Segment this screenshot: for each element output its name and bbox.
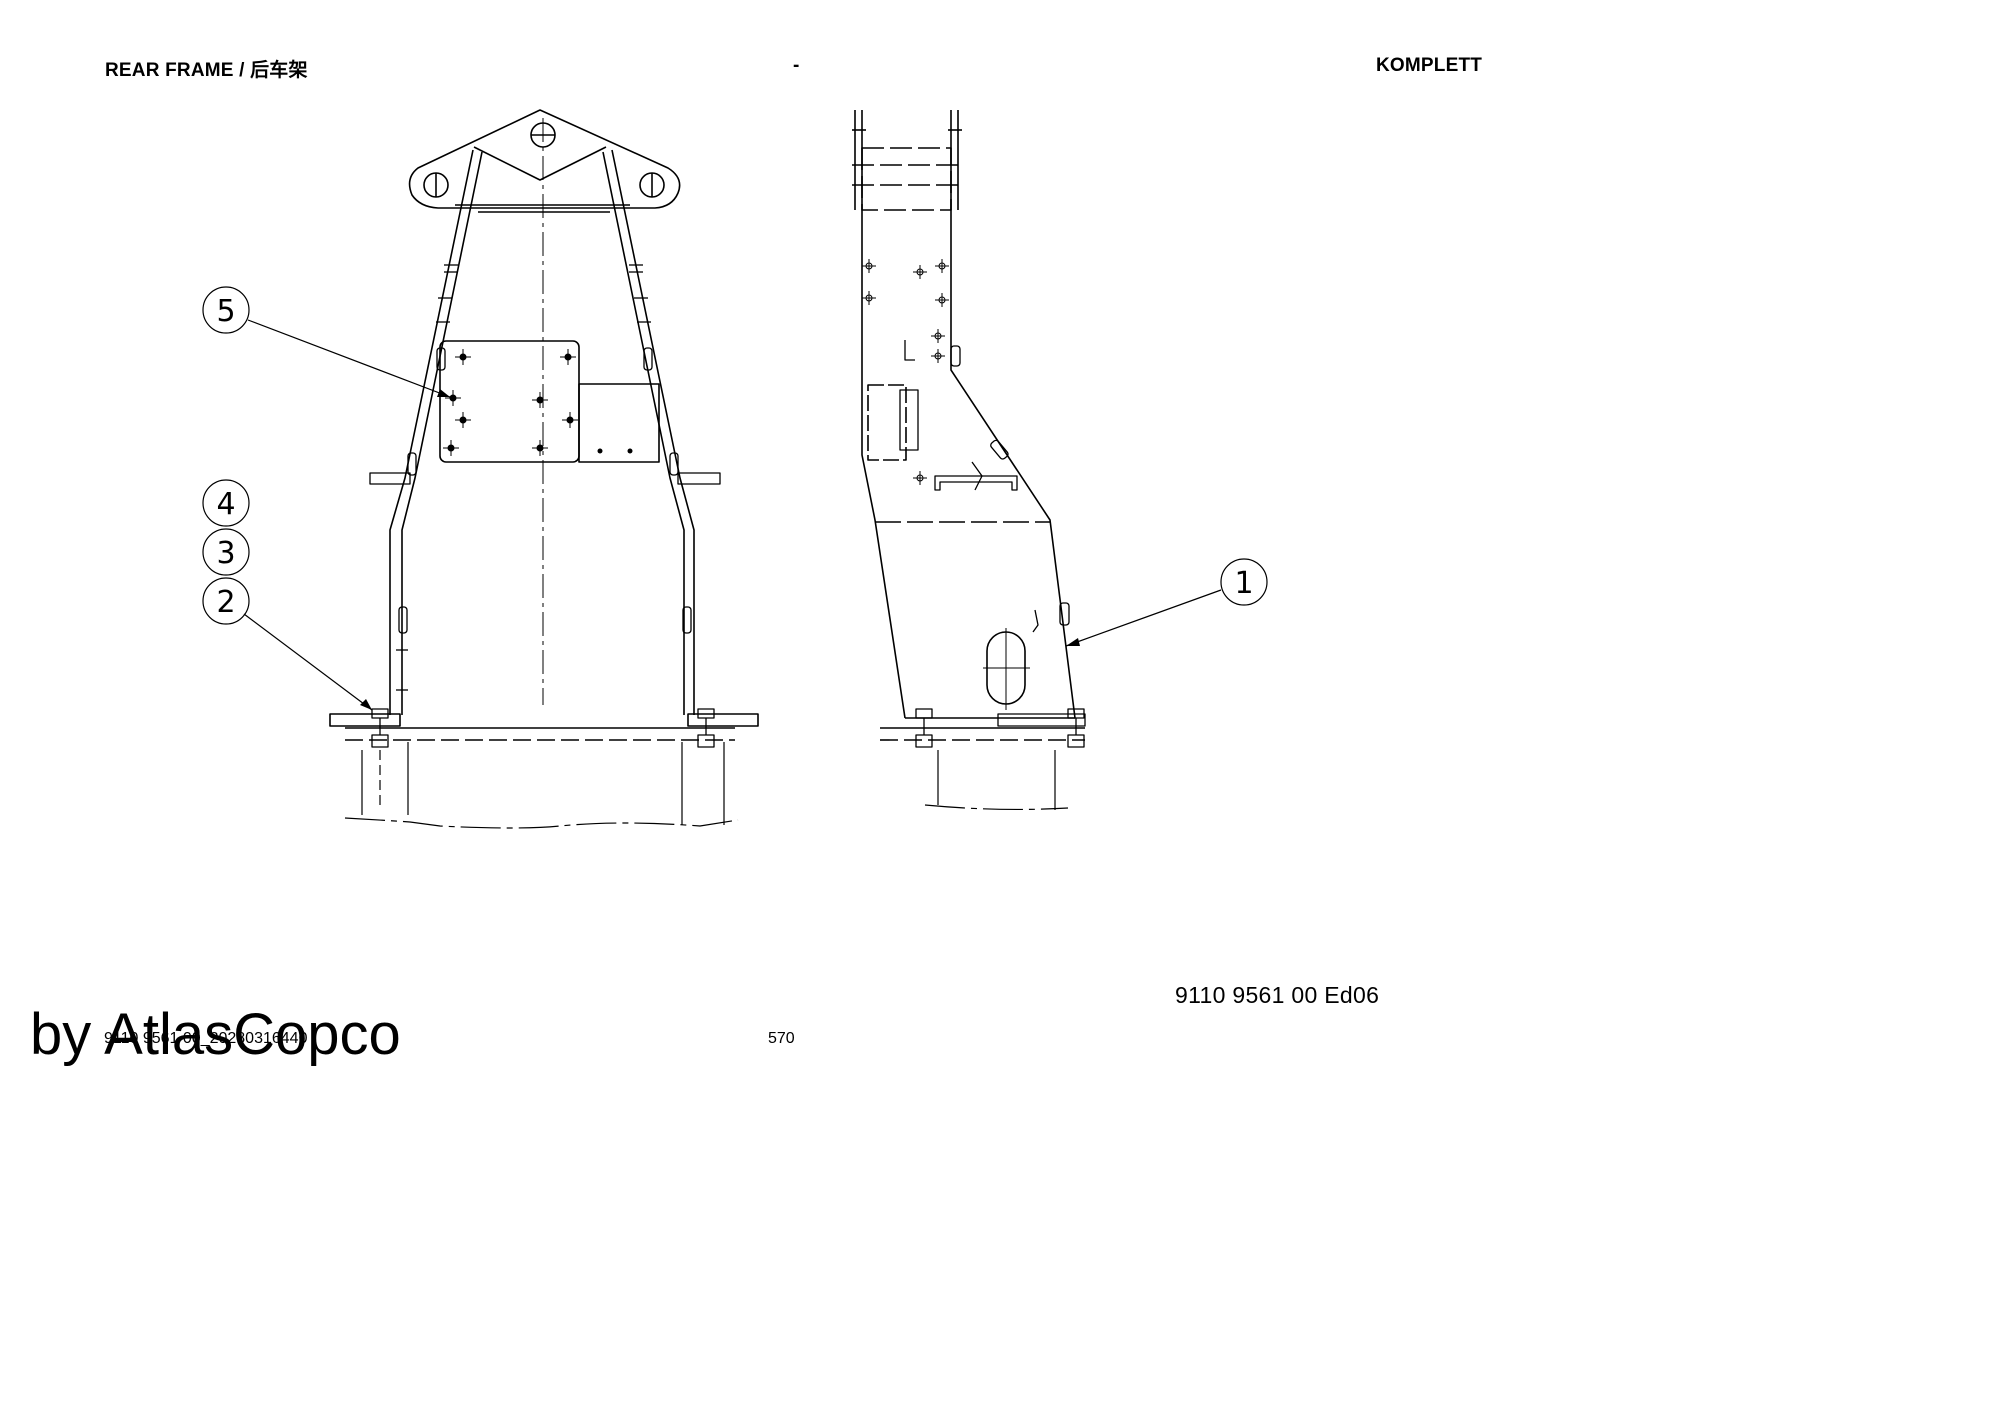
callout-3-label: 3 [216, 536, 235, 571]
leader-1 [1065, 589, 1222, 647]
right-leg-inner [602, 151, 685, 715]
brand-watermark: by AtlasCopco [30, 1002, 401, 1067]
callout-2-label: 2 [216, 585, 235, 620]
top-bracket [408, 109, 681, 209]
right-base-plate [687, 713, 759, 727]
left-base-plate [329, 713, 401, 727]
document-id: 9110 9561 00 Ed06 [1175, 982, 1380, 1008]
leader-5 [247, 319, 451, 398]
callout-4-label: 4 [216, 487, 235, 522]
front-view [329, 109, 759, 829]
callout-4-circle [202, 479, 250, 527]
page-number: 570 [768, 1030, 795, 1047]
header-status: KOMPLETT [1376, 55, 1483, 76]
callout-5-circle [202, 286, 250, 334]
callout-2-circle [202, 577, 250, 625]
right-leg-outer [611, 149, 695, 715]
page-code: 9110 9561 00_20280316440 [104, 1030, 308, 1047]
rear-frame-drawing: 5 4 3 2 1 [202, 109, 1268, 829]
callout-1-circle [1220, 558, 1268, 606]
left-leg-inner [401, 151, 483, 715]
header-separator: - [793, 55, 800, 76]
leader-2 [243, 613, 373, 711]
callout-1-label: 1 [1234, 566, 1253, 601]
callout-3-circle [202, 528, 250, 576]
side-body [861, 210, 1076, 719]
page-title: REAR FRAME / 后车架 [105, 60, 308, 81]
callout-5-label: 5 [216, 294, 235, 329]
side-view [852, 110, 1086, 811]
left-leg-outer [389, 149, 474, 715]
